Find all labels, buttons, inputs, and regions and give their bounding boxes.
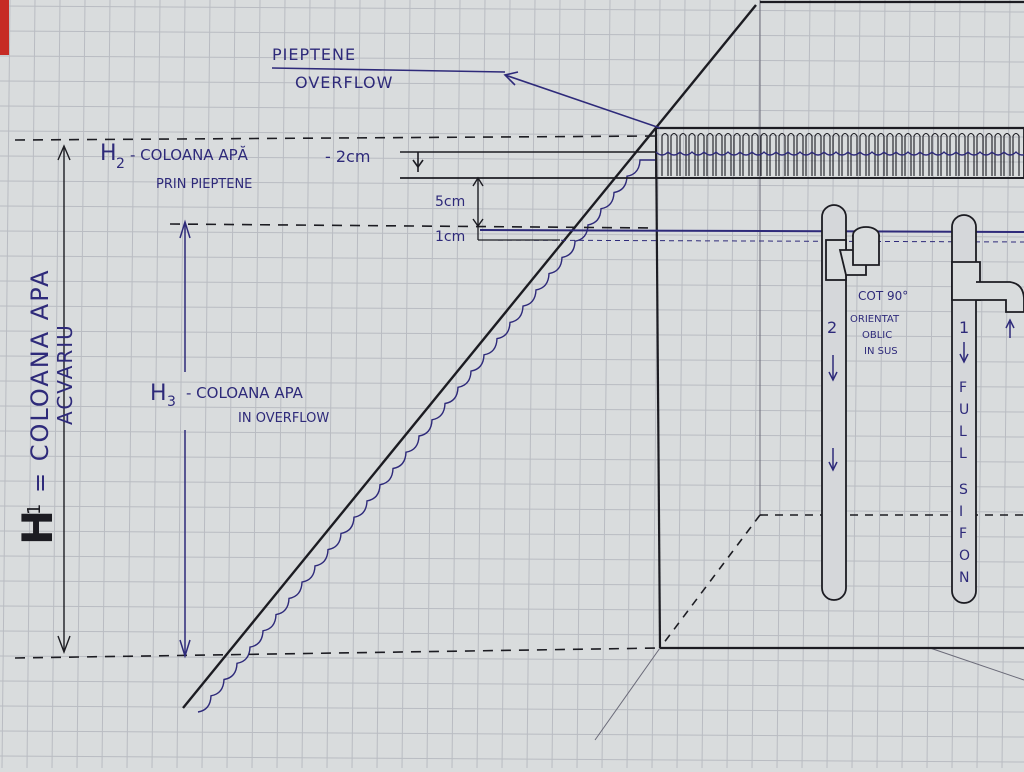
h2-subscript: 2 <box>116 156 125 172</box>
full-sifon-letter: U <box>959 402 969 418</box>
pieptene-label: PIEPTENE <box>272 45 356 64</box>
pipe-1-number: 2 <box>827 318 837 337</box>
five-cm-label: 5cm <box>435 194 465 210</box>
pieptene-leader <box>271 67 661 129</box>
h3-symbol: H <box>150 381 167 406</box>
h1-symbol: H <box>13 510 62 545</box>
full-sifon-letter: L <box>959 424 967 440</box>
full-sifon-letter: F <box>959 380 967 396</box>
cot-label-2: ORIENTAT <box>850 314 900 325</box>
cot-label-4: IN SUS <box>864 346 898 357</box>
full-sifon-letter: I <box>959 504 963 520</box>
red-margin <box>0 0 9 55</box>
overflow-label: OVERFLOW <box>295 73 393 92</box>
pipe-1 <box>821 204 880 601</box>
h2-text-2: PRIN PIEPTENE <box>156 177 252 192</box>
h3-text-2: IN OVERFLOW <box>238 411 329 426</box>
h2-symbol: H <box>100 141 117 166</box>
h3-arrow <box>179 219 191 659</box>
full-sifon-letter: N <box>959 570 969 586</box>
construction-lines <box>594 0 1024 741</box>
h1-text-2: ACVARIU <box>53 323 77 425</box>
overflow-water-line <box>197 159 656 713</box>
pipe-2-number: 1 <box>959 318 969 337</box>
comb-water-line <box>655 151 1024 156</box>
aquarium-water-level <box>479 229 1024 233</box>
cot-label-3: OBLIC <box>862 330 892 341</box>
hidden-edges <box>659 514 1024 649</box>
reference-lines <box>14 135 661 659</box>
h3-text: - COLOANA APA <box>186 384 304 402</box>
one-cm-label: 1cm <box>435 229 465 245</box>
comb-teeth <box>661 132 1020 176</box>
full-sifon-letter: O <box>959 548 970 564</box>
full-sifon-letter: F <box>959 526 967 542</box>
h1-text: = COLOANA APA <box>26 268 54 493</box>
pipe-2 <box>951 214 1024 604</box>
aquarium-water-level-2 <box>479 239 1024 243</box>
full-sifon-letter: S <box>959 482 968 498</box>
h1-arrow <box>57 144 71 654</box>
pipe-2-arrows <box>959 318 1015 364</box>
h2-dimension <box>400 151 656 172</box>
pipe-1-arrows <box>828 355 838 472</box>
diagonal-wall <box>182 4 757 709</box>
h3-subscript: 3 <box>167 394 176 410</box>
one-cm-dimension <box>477 226 560 241</box>
h2-value: - 2cm <box>325 147 370 166</box>
cot-label-1: COT 90° <box>858 289 908 303</box>
h1-subscript: 1 <box>24 504 45 515</box>
h2-text: - COLOANA APĂ <box>130 145 249 164</box>
full-sifon-letter: L <box>959 446 967 462</box>
